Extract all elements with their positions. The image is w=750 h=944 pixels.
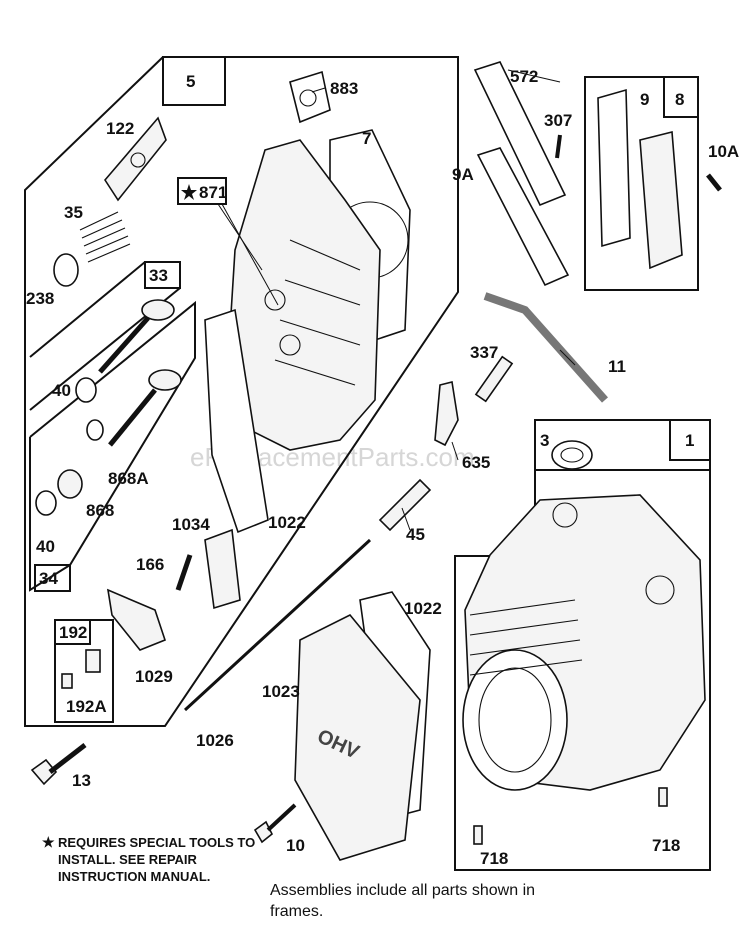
label-1023: 1023 (262, 682, 300, 701)
part-1029-rocker-arm[interactable] (106, 588, 166, 651)
part-635-plug-boot[interactable] (434, 381, 459, 447)
part-122-spacer[interactable] (104, 116, 167, 202)
frame-label-34: 34 (39, 569, 58, 588)
label-7: 7 (362, 129, 371, 148)
frame-label-box-34 (34, 564, 71, 592)
label-1029: 1029 (135, 667, 173, 686)
label-40-b: 40 (36, 537, 55, 556)
frame-label-box-5 (162, 56, 226, 106)
frame-label-5: 5 (186, 72, 195, 91)
label-635: 635 (462, 453, 490, 472)
label-11: 11 (608, 357, 626, 376)
part-166-stud[interactable] (175, 554, 193, 591)
star-icon: ★ (42, 834, 55, 850)
part-307-screw[interactable] (555, 134, 562, 159)
part-3-oil-seal[interactable] (551, 440, 593, 470)
part-13-bolt[interactable] (30, 743, 87, 786)
label-10a: 10A (708, 142, 739, 161)
label-868: 868 (86, 501, 114, 520)
label-1022-a: 1022 (268, 513, 306, 532)
part-1026-pushrod[interactable] (183, 538, 372, 712)
label-718-b: 718 (652, 836, 680, 855)
frame-label-box-8 (663, 76, 699, 118)
frame-label-box-192 (54, 619, 91, 645)
star-icon (181, 184, 197, 200)
part-9a-gasket[interactable] (476, 147, 570, 287)
part-45-guide[interactable] (378, 478, 432, 532)
part-1022-gasket-left[interactable] (204, 308, 269, 534)
label-13: 13 (72, 771, 91, 790)
part-883-gasket[interactable] (289, 70, 331, 124)
part-718-dowel-a[interactable] (473, 825, 483, 845)
part-cylinder-head[interactable] (229, 139, 381, 451)
frame-valve-assemblies: 33 34 (29, 261, 196, 592)
part-10a-screw[interactable] (706, 173, 722, 192)
label-40-a: 40 (52, 381, 71, 400)
part-40-seal-a[interactable] (75, 377, 97, 403)
label-871: 871 (199, 183, 227, 202)
label-868a: 868A (108, 469, 149, 488)
part-exhaust-valve[interactable] (108, 369, 182, 447)
part-868a-washer[interactable] (86, 419, 104, 441)
label-35: 35 (64, 203, 83, 222)
label-192a: 192A (66, 697, 107, 716)
part-35-valve-spring[interactable] (79, 211, 131, 263)
label-718-a: 718 (480, 849, 508, 868)
frame-label-8: 8 (675, 90, 684, 109)
part-337-spark-plug[interactable] (474, 355, 514, 403)
part-1023-rocker-cover[interactable]: OHV (294, 613, 421, 861)
label-10: 10 (286, 836, 305, 855)
label-45: 45 (406, 525, 425, 544)
frame-label-box-33 (144, 261, 181, 289)
label-1022-b: 1022 (404, 599, 442, 618)
label-307: 307 (544, 111, 572, 130)
frame-label-box-1 (669, 419, 711, 461)
frame-label-1: 1 (685, 431, 694, 450)
frame-label-192: 192 (59, 623, 87, 642)
part-intake-valve[interactable] (98, 299, 175, 374)
part-40-seal-b[interactable] (35, 490, 57, 516)
label-337: 337 (470, 343, 498, 362)
frame-label-33: 33 (149, 266, 168, 285)
part-labels: 883 122 7 871 35 238 40 868A 868 40 1034… (26, 67, 739, 868)
frame-head-assembly: 5 (24, 56, 459, 727)
label-166: 166 (136, 555, 164, 574)
part-11-tube[interactable] (483, 292, 608, 403)
special-tool-callout (177, 177, 279, 306)
label-9: 9 (640, 90, 649, 109)
part-9-gasket[interactable] (597, 88, 631, 248)
label-1034: 1034 (172, 515, 210, 534)
label-3: 3 (540, 431, 549, 450)
part-718-dowel-b[interactable] (658, 787, 668, 807)
part-cylinder-block[interactable] (462, 494, 706, 791)
special-tools-note: ★ REQUIRES SPECIAL TOOLS TO INSTALL. SEE… (42, 834, 268, 885)
leader-lines (311, 69, 576, 531)
frame-breather-assembly: 192 (54, 619, 114, 723)
part-572-gasket[interactable] (473, 61, 567, 207)
part-valve-cover[interactable] (639, 130, 683, 270)
part-1034-plate[interactable] (204, 528, 241, 610)
part-10-screw[interactable] (253, 803, 297, 844)
assemblies-note: Assemblies include all parts shown in fr… (270, 882, 536, 920)
label-122: 122 (106, 119, 134, 138)
frame-valve-cover-assembly: 8 (584, 76, 699, 291)
part-238-retainer[interactable] (53, 253, 79, 287)
label-9a: 9A (452, 165, 474, 184)
part-192a-breather[interactable] (61, 649, 101, 689)
label-1026: 1026 (196, 731, 234, 750)
special-tools-text: REQUIRES SPECIAL TOOLS TO INSTALL. SEE R… (58, 835, 256, 884)
label-883: 883 (330, 79, 358, 98)
label-572: 572 (510, 67, 538, 86)
label-238: 238 (26, 289, 54, 308)
part-868-spring-cap[interactable] (57, 469, 83, 499)
